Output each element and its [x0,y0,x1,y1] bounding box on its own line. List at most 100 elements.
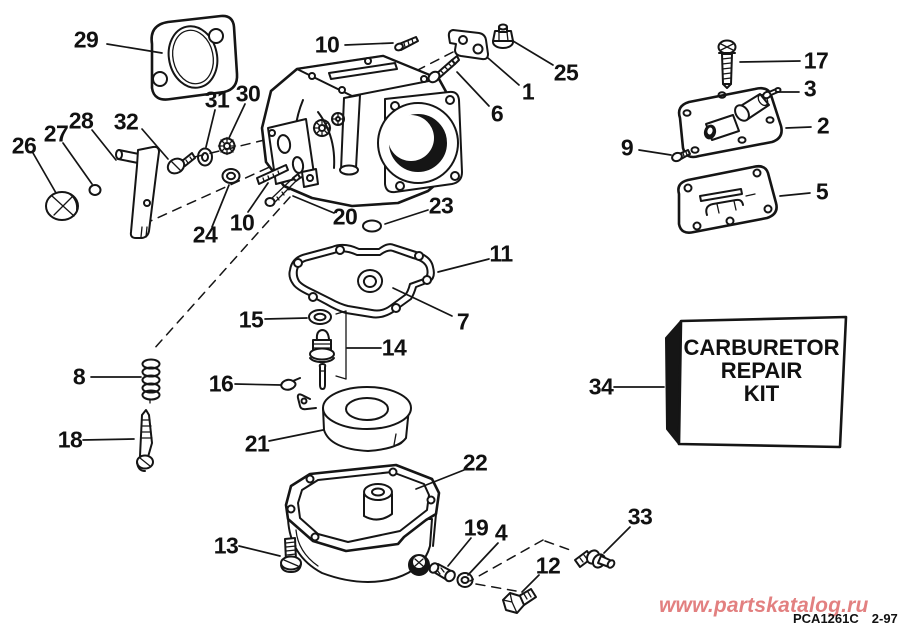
callout-20: 20 [332,203,358,230]
part-pin-3 [762,87,782,100]
callout-28: 28 [68,107,94,134]
leader-line-1 [487,57,520,86]
leader-line-16 [234,383,282,386]
part-plate-5 [677,164,778,234]
part-gasket-11 [288,243,435,319]
assembly-axis-dashed [469,539,544,582]
part-washer-31 [197,147,213,167]
part-needle-18 [136,409,154,472]
callout-18: 18 [57,426,83,453]
leader-line-12 [521,574,540,593]
part-screw-10-top [394,36,419,52]
repair-kit-label: CARBURETOR REPAIR KIT [681,336,842,405]
callout-4: 4 [494,519,508,546]
part-screw-32 [166,152,196,175]
part-screw-12 [502,588,537,614]
leader-line-30 [228,103,246,139]
callout-13: 13 [213,532,239,559]
callout-27: 27 [43,120,69,147]
leader-line-7 [392,287,453,317]
callout-16: 16 [208,370,234,397]
callout-21: 21 [244,430,270,457]
leader-line-19 [447,537,472,567]
callout-11: 11 [489,240,513,267]
callout-9: 9 [620,134,634,161]
assembly-axis-dashed [475,583,517,592]
part-carburetor-body [260,54,463,208]
leader-line-20 [292,195,335,214]
leader-line-5 [779,192,811,197]
part-washer-24 [221,168,241,184]
leader-line-10 [247,182,269,213]
callout-23: 23 [428,192,454,219]
part-repair-kit-box-34 [665,315,848,449]
callout-32: 32 [113,108,139,135]
leader-line-29 [106,43,163,54]
leader-line-9 [638,149,672,156]
callout-10: 10 [314,31,340,58]
leader-line-26 [32,152,57,194]
callout-7: 7 [456,308,470,335]
callout-3: 3 [803,75,817,102]
part-bracket-1 [447,29,489,61]
leader-line-11 [437,258,490,273]
leader-line-6 [456,71,490,107]
leader-line-15 [264,317,308,320]
part-needle-seat-14 [309,310,347,390]
callout-1: 1 [521,78,535,105]
leader-line-22 [415,469,465,490]
leader-line-31 [205,109,216,148]
leader-line-23 [384,209,429,225]
part-screw-13 [280,537,302,573]
leader-line-10 [344,42,394,46]
part-screw-9 [671,149,691,163]
leader-line-27 [62,142,93,185]
part-knob-26 [45,191,79,221]
leader-line-28 [91,129,117,161]
leader-line-17 [739,60,801,63]
callout-5: 5 [815,178,829,205]
assembly-axis-dashed [152,196,291,351]
callout-34: 34 [588,373,614,400]
part-pin-10 [256,164,289,185]
repair-kit-line: REPAIR [720,358,803,383]
callout-19: 19 [463,514,489,541]
part-screw-17 [717,39,737,89]
callout-14: 14 [381,334,407,361]
repair-kit-line: CARBURETOR [683,335,840,360]
callout-25: 25 [553,59,579,86]
leader-line-2 [785,126,812,129]
figure-code-number: PCA1261C [793,611,859,626]
leader-line-18 [82,438,135,441]
callout-31: 31 [204,86,230,113]
callout-24: 24 [192,221,218,248]
callout-15: 15 [238,306,264,333]
assembly-axis-dashed [544,540,574,552]
figure-code: PCA1261C 2-97 [793,611,898,626]
watermark: www.partskatalog.ru [659,594,869,617]
part-bowl-22 [284,463,441,583]
callout-8: 8 [72,363,86,390]
callout-10: 10 [229,209,255,236]
leader-line-33 [603,526,631,554]
leader-line-13 [238,545,281,557]
callout-30: 30 [235,80,261,107]
part-star-washer-30 [217,136,237,156]
part-cover-2 [677,86,783,159]
callout-22: 22 [462,449,488,476]
part-arm-28 [115,145,160,239]
part-screw-6 [427,55,460,84]
part-ring-23 [362,219,382,233]
callout-6: 6 [490,100,504,127]
callout-33: 33 [627,503,653,530]
part-fitting-33 [574,549,616,569]
part-clip-16 [280,377,301,391]
part-screw-20 [264,173,301,207]
part-plug-19 [428,562,456,583]
callout-17: 17 [803,47,829,74]
part-washer-15 [308,309,332,325]
callout-26: 26 [11,132,37,159]
